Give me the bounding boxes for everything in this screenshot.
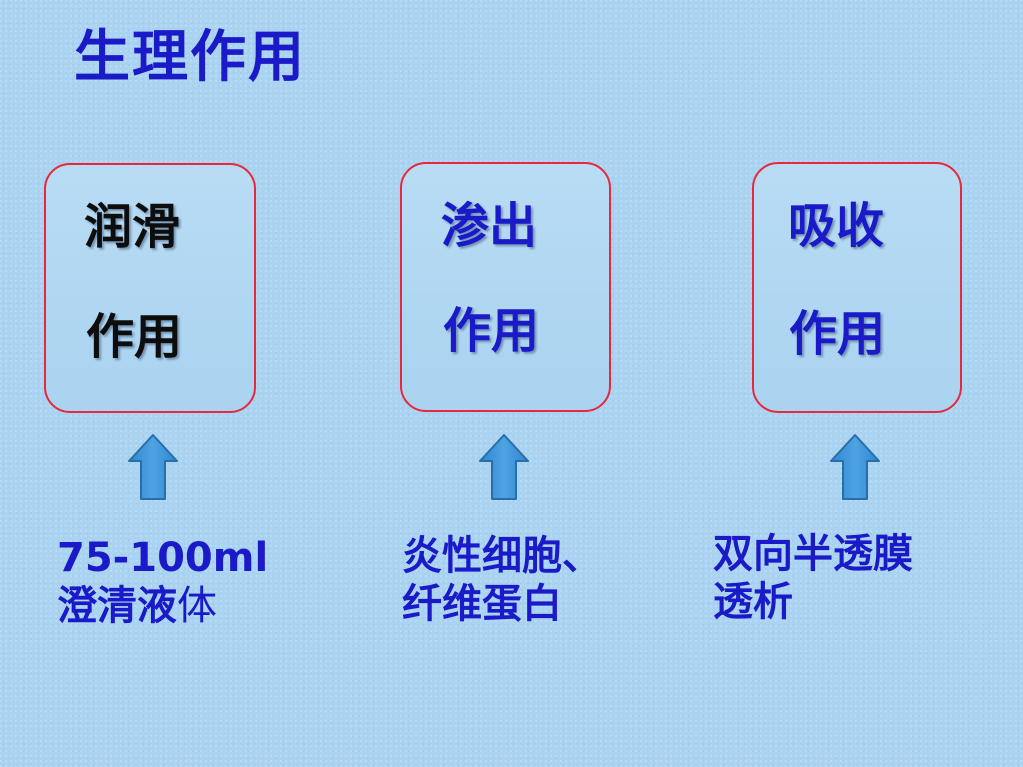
caption-lubrication: 75-100ml 澄清液体 <box>57 534 268 630</box>
caption-lubrication-line2-light: 体 <box>177 583 217 629</box>
caption-exudation-line2: 纤维蛋白 <box>402 581 562 627</box>
up-arrow-icon <box>478 433 530 501</box>
card-exudation-line2: 作用 <box>443 303 540 359</box>
caption-lubrication-line2-bold: 澄清液 <box>57 583 177 629</box>
card-absorption-line1: 吸收 <box>788 198 885 254</box>
card-absorption-line2: 作用 <box>789 306 886 362</box>
caption-lubrication-line1: 75-100ml <box>57 535 269 581</box>
card-exudation <box>400 162 611 412</box>
card-lubrication <box>44 163 256 413</box>
caption-exudation: 炎性细胞、 纤维蛋白 <box>402 532 602 628</box>
card-lubrication-line2: 作用 <box>86 309 183 365</box>
card-lubrication-line1: 润滑 <box>84 199 181 255</box>
slide-title: 生理作用 <box>74 25 306 90</box>
caption-exudation-line1: 炎性细胞、 <box>402 533 602 579</box>
caption-absorption-line1: 双向半透膜 <box>713 531 913 577</box>
caption-lubrication-line2: 澄清液体 <box>57 582 268 630</box>
up-arrow-icon <box>829 433 881 501</box>
card-exudation-line1: 渗出 <box>441 198 538 254</box>
card-absorption <box>752 162 962 413</box>
up-arrow-icon <box>127 433 179 501</box>
caption-absorption-line2: 透析 <box>713 579 793 625</box>
caption-absorption: 双向半透膜 透析 <box>713 530 913 626</box>
